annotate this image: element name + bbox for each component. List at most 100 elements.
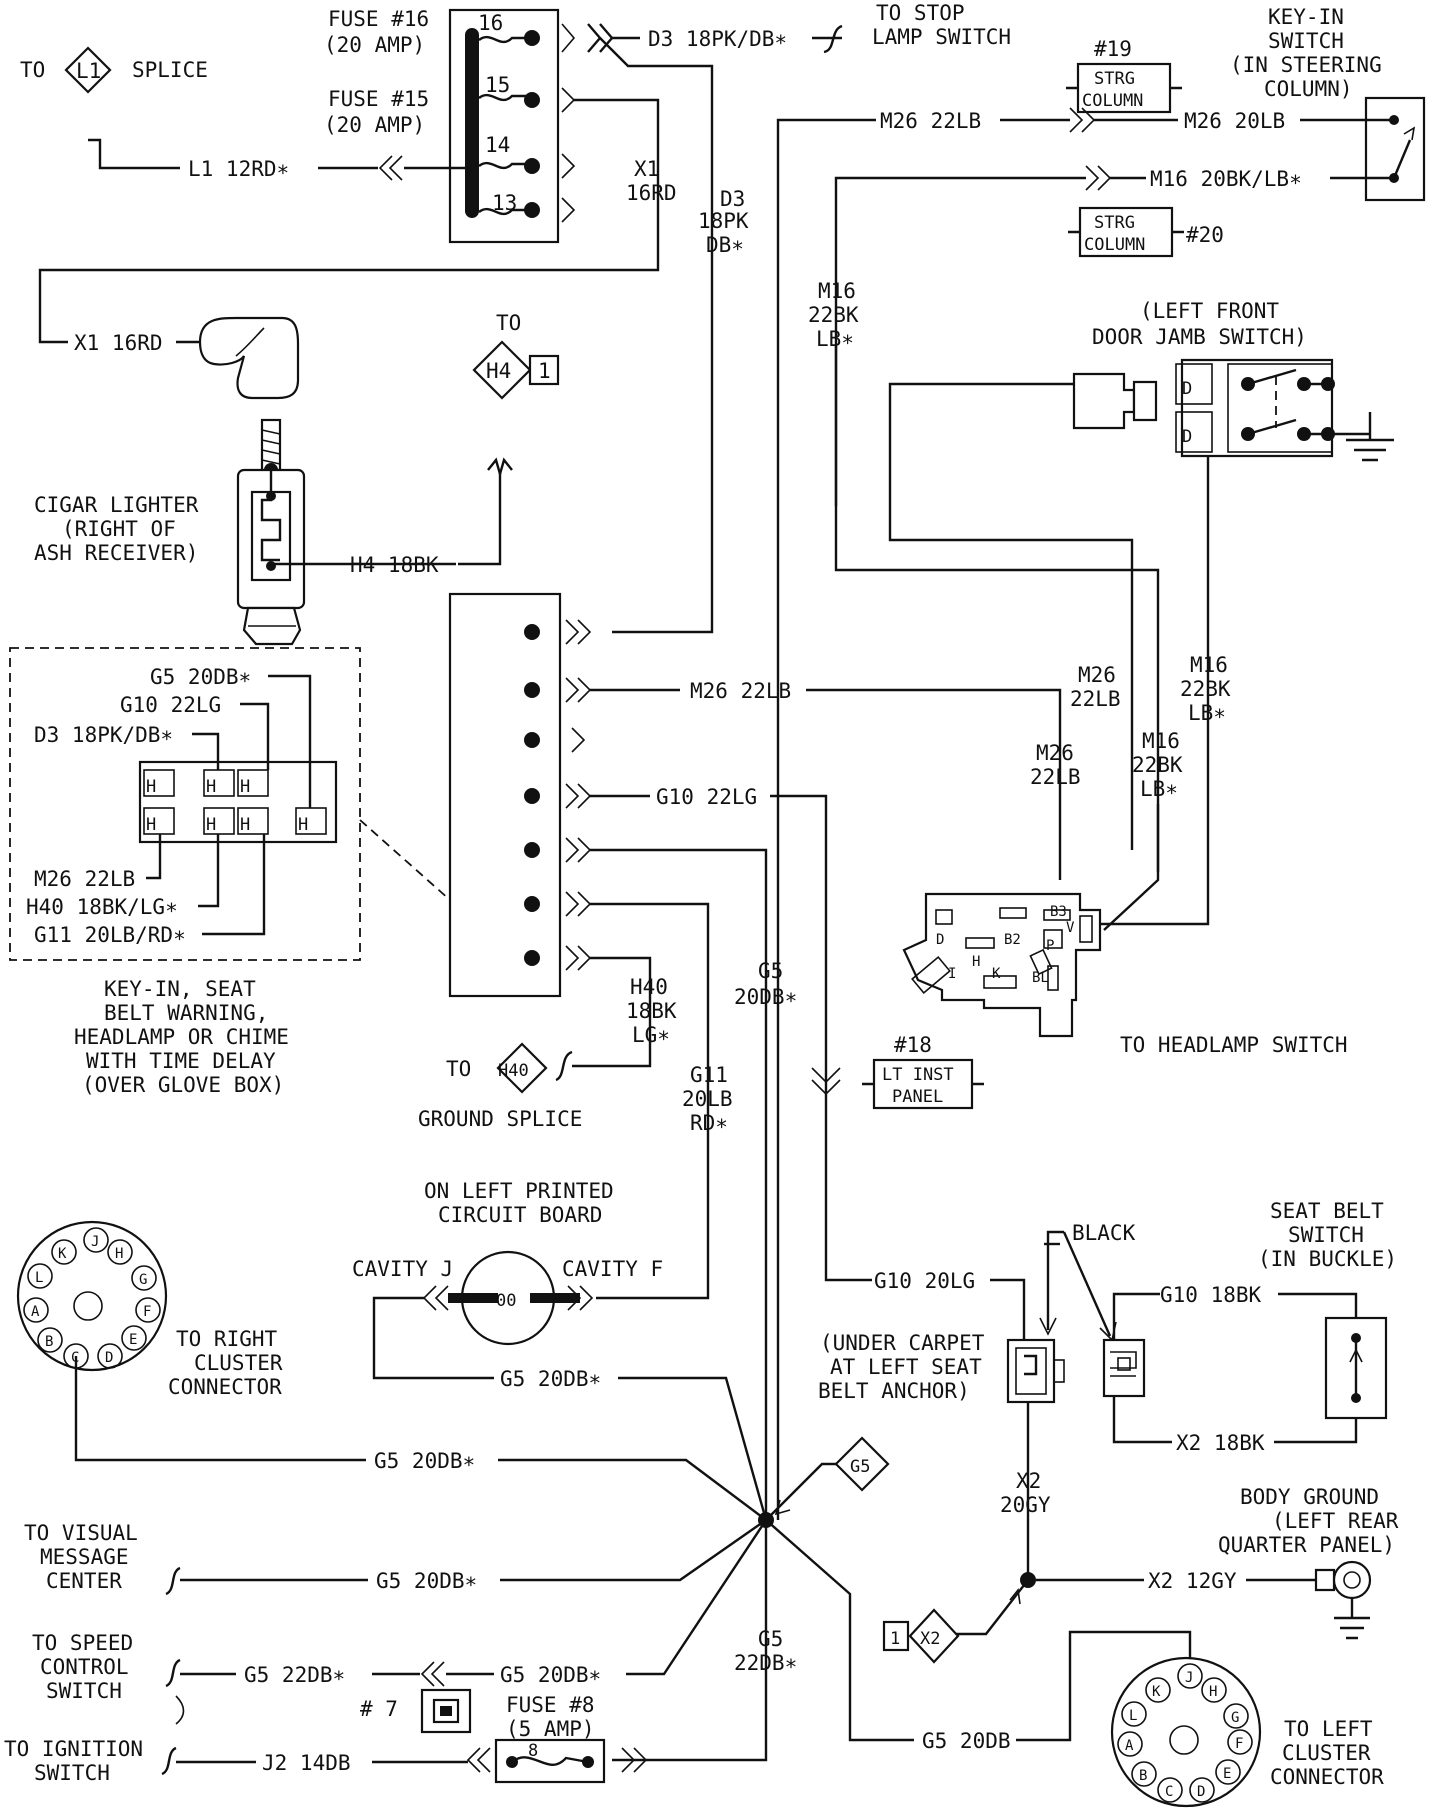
h4-splice-symbol: H4 1 (472, 340, 560, 400)
d3-vert-b: 18PK (698, 209, 749, 233)
on-left-label-2: CIRCUIT BOARD (438, 1203, 602, 1227)
module-label-2: BELT WARNING, (104, 1001, 268, 1025)
wire-g5-22db-speed: G5 22DB∗ (244, 1663, 345, 1687)
cav-g11-20lb: G11 20LB/RD∗ (34, 923, 186, 947)
seat-belt-connector-b (1102, 1338, 1146, 1398)
conn18-box: LT INST PANEL (862, 1058, 984, 1110)
fuse-number-15: 15 (485, 73, 510, 97)
g5-vert-b: 20DB∗ (734, 985, 797, 1009)
hs-pin-b3: B3 (1050, 904, 1067, 920)
indicator-bulb-symbol: 00 (422, 1250, 594, 1346)
m16-right-b: 22BK (1180, 677, 1231, 701)
seat-belt-label-2: SWITCH (1288, 1223, 1364, 1247)
conn19-box: STRG COLUMN (1066, 62, 1182, 114)
lc-pin-j: J (1185, 1670, 1193, 1686)
conn18-number: #18 (894, 1033, 932, 1057)
keyin-label-2: SWITCH (1268, 29, 1344, 53)
wire-x1-16rd: X1 16RD (74, 331, 163, 355)
x1-vert-a: X1 (634, 157, 659, 181)
cav-m26-22lb: M26 22LB (34, 867, 135, 891)
svg-text:H: H (146, 815, 156, 835)
to-right-label-1: TO RIGHT (176, 1327, 278, 1351)
body-ground-label-2: (LEFT REAR (1272, 1509, 1399, 1533)
hs-pin-v: V (1066, 920, 1075, 936)
x2-vert-b: 20GY (1000, 1493, 1051, 1517)
wire-g10-20lg: G10 20LG (874, 1269, 975, 1293)
g11-vert-c: RD∗ (690, 1111, 728, 1135)
m26-vert2-b: 22LB (1070, 687, 1121, 711)
wire-g5-20db-right: G5 20DB∗ (374, 1449, 475, 1473)
fuse16-label: FUSE #16 (328, 7, 429, 31)
keyin-label-3: (IN STEERING (1230, 53, 1382, 77)
svg-text:H: H (240, 815, 250, 835)
fuse8-label-1: FUSE #8 (506, 1693, 595, 1717)
fuse16-amp: (20 AMP) (324, 33, 425, 57)
cav-h40-18bk: H40 18BK/LG∗ (26, 895, 178, 919)
cav-g5-20db: G5 20DB∗ (150, 665, 251, 689)
to-right-label-3: CONNECTOR (168, 1375, 282, 1399)
g5-vert2-b: 22DB∗ (734, 1651, 797, 1675)
wire-g10-18bk: G10 18BK (1160, 1283, 1262, 1307)
hs-pin-bl: BL (1032, 970, 1049, 986)
wire-g5-20db-visual: G5 20DB∗ (376, 1569, 477, 1593)
wire-h4-18bk: H4 18BK (350, 553, 439, 577)
wire-m26-22lb-top: M26 22LB (880, 109, 981, 133)
m26-vert-b: 22LB (1030, 765, 1081, 789)
conn7-number: # 7 (360, 1697, 398, 1721)
hs-pin-d: D (936, 932, 944, 948)
fuse-number-16: 16 (478, 11, 503, 35)
h40-vert-a: H40 (630, 975, 668, 999)
svg-text:H: H (206, 777, 216, 797)
visual-label-2: MESSAGE (40, 1545, 129, 1569)
wire-m26-22lb-main: M26 22LB (690, 679, 791, 703)
x2-splice-number: 1 (890, 1629, 900, 1649)
m26-vert2-a: M26 (1078, 663, 1116, 687)
cigar-label-1: CIGAR LIGHTER (34, 493, 199, 517)
wire-x2-18bk: X2 18BK (1176, 1431, 1265, 1455)
lc-pin-a: A (1125, 1738, 1134, 1754)
rc-pin-a: A (31, 1304, 40, 1320)
seat-belt-connector-a (1006, 1338, 1065, 1404)
conn18-lt-inst: LT INST (882, 1065, 954, 1085)
m26-vert-a: M26 (1036, 741, 1074, 765)
m16-vert-a: M16 (818, 279, 856, 303)
conn18-panel: PANEL (892, 1087, 943, 1107)
d3-vert-c: DB∗ (706, 233, 744, 257)
to-stop-label-2: LAMP SWITCH (872, 25, 1011, 49)
conn20-number: #20 (1186, 223, 1224, 247)
lc-pin-f: F (1235, 1736, 1243, 1752)
door-jamb-switch-symbol: D D (1072, 358, 1394, 462)
seat-belt-switch-symbol (1324, 1316, 1388, 1420)
m16-mid-a: M16 (1142, 729, 1180, 753)
wire-x2-12gy: X2 12GY (1148, 1569, 1237, 1593)
wire-g5-20db-speed: G5 20DB∗ (500, 1663, 601, 1687)
cigar-lighter-symbol (236, 418, 456, 646)
carpet-label-2: AT LEFT SEAT (830, 1355, 982, 1379)
m16-vert-b: 22BK (808, 303, 859, 327)
x2-vert-a: X2 (1016, 1469, 1041, 1493)
to-right-label-2: CLUSTER (194, 1351, 283, 1375)
fuse8-symbol: 8 (466, 1738, 648, 1784)
on-left-label-1: ON LEFT PRINTED (424, 1179, 614, 1203)
h4-splice-number: 1 (538, 359, 551, 383)
svg-text:H: H (298, 815, 308, 835)
fuse15-amp: (20 AMP) (324, 113, 425, 137)
lc-pin-g: G (1231, 1710, 1239, 1726)
headlamp-switch-symbol: D B2 B3 V H P I K BL (902, 892, 1102, 1038)
wire-j2-14db: J2 14DB (262, 1751, 351, 1775)
carpet-label-3: BELT ANCHOR) (818, 1379, 970, 1403)
fuse8-number: 8 (528, 1741, 538, 1761)
lc-pin-b: B (1139, 1768, 1147, 1784)
svg-text:H: H (240, 777, 250, 797)
visual-label-1: TO VISUAL (24, 1521, 138, 1545)
door-pin-d-2: D (1182, 427, 1192, 447)
x1-vert-b: 16RD (626, 181, 677, 205)
g5-splice-symbol: G5 (834, 1436, 890, 1492)
lc-pin-k: K (1152, 1684, 1161, 1700)
g5-vert-a: G5 (758, 959, 783, 983)
lc-pin-h: H (1209, 1684, 1217, 1700)
module-connector (448, 592, 592, 998)
g5-splice-code: G5 (850, 1457, 870, 1477)
